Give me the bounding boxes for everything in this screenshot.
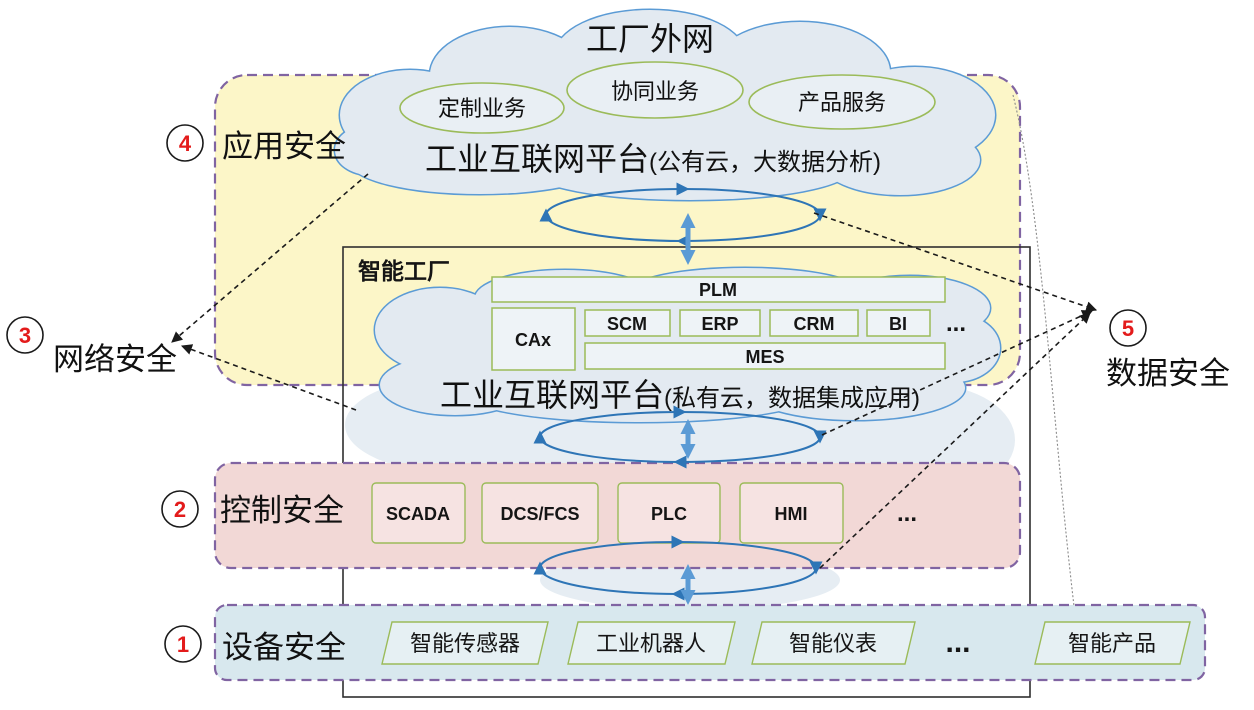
smart-product-label: 智能产品 (1068, 631, 1156, 656)
dcs-fcs-label: DCS/FCS (500, 504, 579, 524)
security-control: 2 控制安全 (161, 490, 344, 528)
public-platform-note: (公有云，大数据分析) (649, 149, 881, 176)
public-platform-title: 工业互联网平台(公有云，大数据分析) (425, 141, 881, 177)
number-badge (6, 316, 44, 354)
mes-label: MES (745, 347, 784, 367)
smart-factory-label: 智能工厂 (358, 258, 450, 284)
industrial-robot-box (567, 621, 736, 665)
private-platform-name: 工业互联网平台 (440, 377, 664, 413)
number-badge (161, 490, 199, 528)
security-links (171, 173, 1098, 569)
crm-label: CRM (794, 314, 835, 334)
scm-box (584, 309, 671, 337)
crm-box (769, 309, 859, 337)
control-more-ellipsis: ... (897, 500, 917, 527)
cax-box (491, 307, 576, 371)
number-badge-text: 2 (174, 497, 186, 522)
plm-label: PLM (699, 280, 737, 300)
smart-sensor-label: 智能传感器 (410, 631, 520, 656)
flow-loop-public (539, 182, 827, 248)
scada-label: SCADA (386, 504, 450, 524)
public-services: 定制业务 协同业务 产品服务 (399, 61, 936, 134)
scada-box (371, 482, 466, 544)
flow-loop-control (533, 535, 823, 601)
erp-label: ERP (701, 314, 738, 334)
network-security-label: 网络安全 (53, 342, 177, 377)
smart-meter-box (751, 621, 916, 665)
private-platform-apps: PLM CAx SCM ERP CRM BI ... MES (491, 276, 966, 371)
hmi-label: HMI (775, 504, 808, 524)
mes-box (584, 342, 946, 370)
flow-loops (533, 182, 827, 601)
device-security-label: 设备安全 (222, 630, 346, 665)
link-public-to-data (813, 212, 1098, 312)
security-data: 5 数据安全 (1106, 309, 1230, 391)
service-label-custom: 定制业务 (438, 96, 526, 121)
link-private-to-network (180, 344, 357, 411)
control-security-label: 控制安全 (220, 493, 344, 528)
bi-label: BI (889, 314, 907, 334)
apps-more-ellipsis: ... (946, 310, 966, 337)
service-ellipse-collab (566, 61, 744, 119)
security-device: 1 设备安全 (164, 625, 346, 665)
service-ellipse-custom (399, 82, 565, 134)
flow-loop-private (533, 405, 827, 469)
industrial-robot-label: 工业机器人 (596, 631, 706, 656)
smart-product-box (1034, 621, 1191, 665)
number-badge-text: 5 (1122, 316, 1134, 341)
number-badge-text: 1 (177, 632, 189, 657)
cloud-puff (335, 125, 405, 175)
application-security-label: 应用安全 (222, 129, 346, 164)
number-badge-text: 3 (19, 323, 31, 348)
link-control-to-data (819, 312, 1091, 569)
link-application-to-network (171, 173, 369, 343)
number-badge (166, 124, 204, 162)
public-platform-name: 工业互联网平台 (425, 141, 649, 177)
control-systems: SCADA DCS/FCS PLC HMI ... (371, 482, 917, 544)
device-more-ellipsis: ... (945, 626, 970, 659)
service-ellipse-product (748, 74, 936, 130)
number-badge (164, 625, 202, 663)
erp-box (679, 309, 761, 337)
scm-label: SCM (607, 314, 647, 334)
plc-label: PLC (651, 504, 687, 524)
cax-label: CAx (515, 330, 551, 350)
service-label-product: 产品服务 (798, 90, 886, 115)
plm-box (491, 276, 946, 303)
number-badge-text: 4 (179, 131, 192, 156)
security-network: 3 网络安全 (6, 316, 177, 377)
field-devices: 智能传感器 工业机器人 智能仪表 ... 智能产品 (381, 621, 1191, 665)
number-badge (1109, 309, 1147, 347)
smart-sensor-box (381, 621, 549, 665)
link-product-to-cloud (1012, 94, 1075, 607)
service-label-collab: 协同业务 (611, 79, 699, 104)
external-network-title: 工厂外网 (586, 21, 714, 57)
bi-box (866, 309, 931, 337)
data-security-label: 数据安全 (1106, 356, 1230, 391)
link-private-to-data (821, 310, 1093, 436)
smart-meter-label: 智能仪表 (789, 631, 877, 656)
security-application: 4 应用安全 (166, 124, 346, 164)
